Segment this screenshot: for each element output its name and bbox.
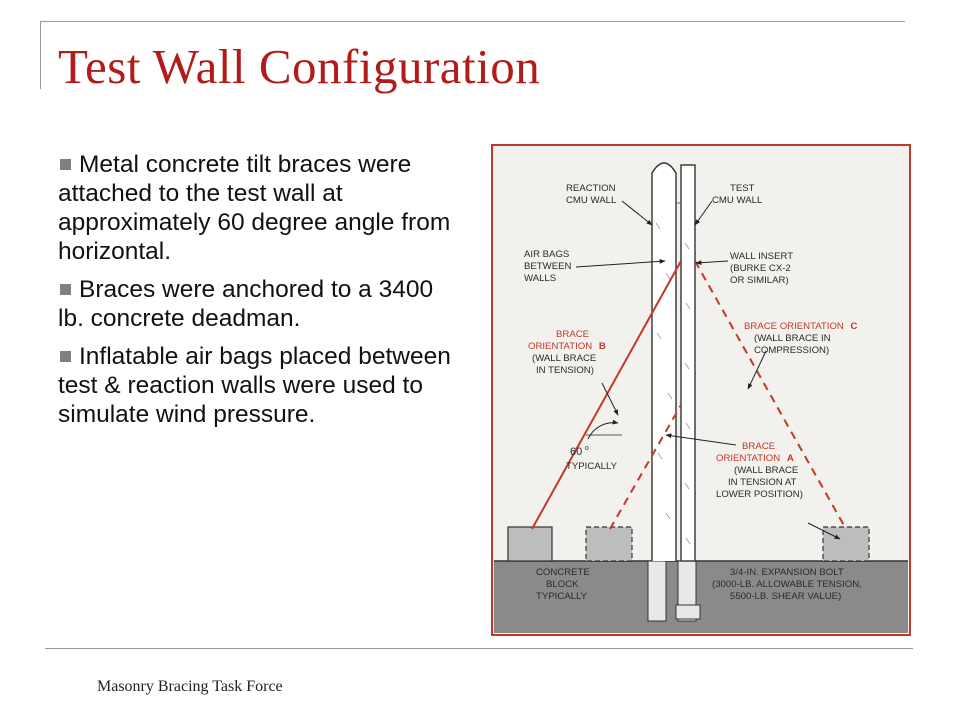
brace-b-note: (WALL BRACE IN TENSION)	[532, 353, 599, 376]
wall-hatch	[655, 222, 691, 545]
test-wall	[680, 164, 696, 562]
frame-bottom-rule	[45, 648, 913, 649]
brace-a-title: BRACE ORIENTATION A	[716, 441, 794, 464]
expansion-bolt-label: 3/4-IN. EXPANSION BOLT (3000-LB. ALLOWAB…	[712, 567, 865, 602]
bullet-item: Braces were anchored to a 3400 lb. concr…	[58, 275, 453, 333]
reaction-wall-label: REACTION CMU WALL	[566, 183, 618, 206]
angle-arc	[587, 419, 619, 440]
test-wall-footing-base	[675, 604, 701, 620]
bullet-list: Metal concrete tilt braces were attached…	[58, 150, 453, 438]
brace-c-line	[694, 260, 847, 530]
brace-b-title: BRACE ORIENTATION B	[528, 329, 606, 352]
brace-c-note: (WALL BRACE IN COMPRESSION)	[754, 333, 833, 356]
slide-title: Test Wall Configuration	[58, 39, 541, 94]
deadman-block-c	[822, 526, 870, 562]
leader-arrows	[575, 200, 841, 540]
brace-a-line	[609, 404, 682, 530]
bullet-text: Braces were anchored to a 3400 lb. concr…	[58, 276, 434, 332]
frame-left-rule	[40, 21, 41, 89]
reaction-wall-footing	[647, 560, 667, 622]
air-bags-label: AIR BAGS BETWEEN WALLS	[524, 249, 574, 284]
reaction-wall	[651, 162, 677, 561]
angle-label: 60 o TYPICALLY	[566, 442, 618, 472]
bullet-item: Inflatable air bags placed between test …	[58, 342, 453, 429]
bullet-square-icon	[60, 158, 71, 170]
bullet-text: Inflatable air bags placed between test …	[58, 343, 451, 428]
test-wall-label: TEST CMU WALL	[712, 183, 763, 206]
ground	[494, 561, 908, 633]
footer-text: Masonry Bracing Task Force	[97, 678, 283, 695]
test-wall-diagram: REACTION CMU WALL TEST CMU WALL AIR BAGS…	[491, 144, 911, 636]
bullet-square-icon	[60, 283, 71, 295]
deadman-block-b	[507, 526, 553, 562]
wall-insert-label: WALL INSERT (BURKE CX-2 OR SIMILAR)	[730, 251, 796, 286]
brace-b-line	[531, 260, 682, 530]
bullet-item: Metal concrete tilt braces were attached…	[58, 150, 453, 266]
brace-c-title: BRACE ORIENTATION C	[744, 321, 858, 332]
concrete-block-label: CONCRETE BLOCK TYPICALLY	[536, 567, 593, 602]
brace-a-note: (WALL BRACE IN TENSION AT LOWER POSITION…	[716, 465, 803, 500]
bullet-square-icon	[60, 350, 71, 362]
frame-top-rule	[40, 21, 905, 22]
deadman-block-a	[585, 526, 633, 562]
bullet-text: Metal concrete tilt braces were attached…	[58, 151, 451, 265]
